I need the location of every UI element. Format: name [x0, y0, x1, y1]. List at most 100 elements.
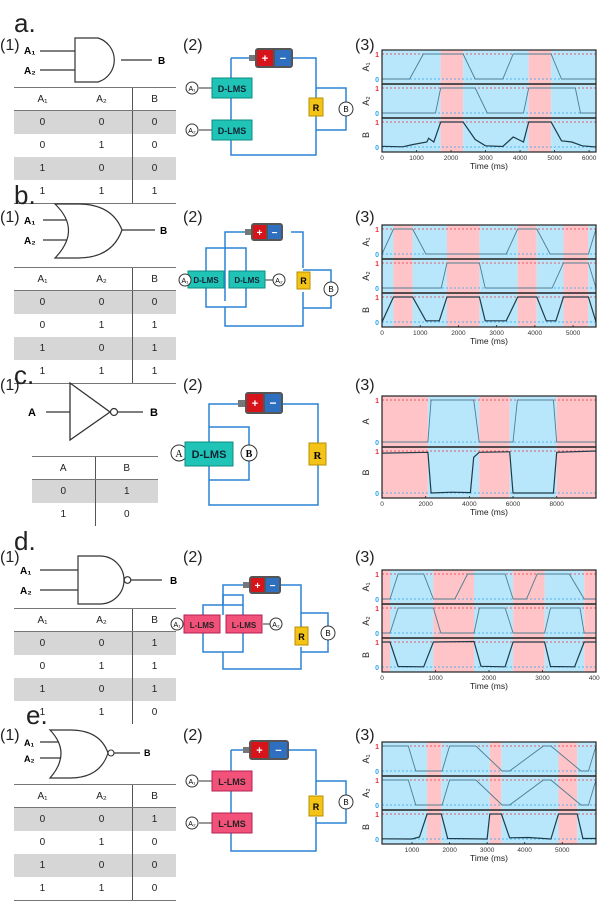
state-band-red	[513, 570, 545, 672]
y-tick-label: 1	[375, 261, 379, 268]
battery-plus-label: +	[257, 228, 263, 239]
subpanel-label-3: (3)	[355, 549, 375, 566]
l-lms-device: L-LMS	[183, 614, 221, 634]
x-tick-label: 4000	[589, 675, 600, 682]
table-row: 0 1 1	[14, 314, 176, 337]
gate-input-label: A₁	[24, 46, 35, 57]
table-cell: 1	[132, 337, 176, 360]
svg-text:B: B	[325, 629, 330, 638]
circuit-diagram: + − L-LMS L-LMS R B A₁ A₂	[185, 740, 354, 852]
nand-gate-symbol: A₁ A₂ B	[20, 555, 177, 605]
input-node: A	[170, 444, 188, 462]
table-cell: 0	[94, 503, 158, 526]
x-tick-label: 5000	[547, 155, 562, 162]
signal-line-1	[382, 53, 596, 80]
table-cell: 1	[132, 360, 176, 384]
series-axis-label: A₁	[361, 62, 371, 71]
table-header: B	[132, 784, 176, 808]
series-axis-label: B	[361, 469, 371, 475]
d-lms-device: D-LMS	[228, 270, 266, 289]
svg-text:D-LMS: D-LMS	[234, 276, 260, 285]
signal-line-2	[382, 779, 597, 806]
x-tick-label: 4000	[513, 155, 528, 162]
state-band-blue	[382, 225, 394, 327]
x-tick-label: 5000	[555, 847, 570, 854]
table-cell: 1	[132, 631, 176, 655]
table-cell: 1	[132, 655, 176, 678]
battery-minus-label: −	[270, 581, 276, 592]
battery-plus-label: +	[262, 53, 268, 65]
y-tick-label: 1	[375, 812, 379, 819]
state-band-red	[427, 742, 442, 844]
table-cell: 1	[70, 360, 133, 384]
x-tick-label: 0	[380, 501, 384, 508]
table-cell: 0	[70, 854, 133, 877]
battery-icon: + −	[243, 740, 289, 760]
gate-input-label: A₂	[24, 66, 36, 77]
y-tick-label: 0	[375, 440, 379, 447]
x-tick-label: 2000	[418, 501, 433, 508]
plot-frame	[381, 49, 597, 153]
resistor: R	[308, 795, 324, 817]
svg-text:A: A	[175, 449, 183, 460]
gate-input-label: A₁	[24, 216, 35, 227]
state-band-red	[563, 225, 589, 327]
state-band-red	[433, 570, 475, 672]
d-lms-device: D-LMS	[211, 77, 253, 99]
series-axis-label: A₂	[361, 616, 371, 626]
y-tick-label: 0	[375, 252, 379, 259]
battery-plus-label: +	[252, 398, 258, 410]
y-tick-label: 1	[375, 295, 379, 302]
x-axis-label: Time (ms)	[470, 161, 508, 171]
subpanel-label-2: (2)	[183, 209, 203, 226]
table-cell: 1	[70, 877, 133, 901]
x-tick-label: 3000	[535, 675, 550, 682]
table-cell: 1	[98, 661, 105, 672]
table-cell: 1	[98, 320, 105, 331]
battery-minus-label: −	[275, 745, 281, 757]
table-cell: 0	[14, 807, 71, 831]
x-tick-label: 4000	[517, 847, 532, 854]
y-tick-label: 1	[375, 449, 379, 456]
table-cell: 0	[132, 290, 176, 314]
table-cell: 0	[39, 320, 46, 331]
svg-text:R: R	[300, 276, 307, 286]
table-header: B	[132, 608, 176, 632]
subpanel-label-3: (3)	[355, 727, 375, 744]
series-axis-label: A₂	[361, 96, 371, 106]
x-tick-label: 5000	[566, 330, 581, 337]
signal-line-3	[381, 121, 597, 148]
input-node: A₁	[185, 81, 199, 95]
x-tick-label: 0	[380, 330, 384, 337]
l-lms-device: L-LMS	[225, 614, 263, 634]
state-band-red	[558, 742, 578, 844]
table-cell: 1	[14, 877, 71, 901]
table-header: A₁	[14, 267, 71, 291]
subpanel-label-1: (1)	[0, 727, 20, 744]
x-tick-label: 4000	[462, 501, 477, 508]
state-band-blue	[551, 50, 596, 152]
svg-text:L-LMS: L-LMS	[218, 819, 246, 829]
nor-gate-symbol: A₁ A₂ B	[24, 729, 151, 779]
table-cell: 1	[132, 314, 176, 337]
gate-output-label: B	[144, 748, 151, 758]
x-tick-label: 0	[380, 155, 384, 162]
y-tick-label: 0	[375, 320, 379, 327]
series-axis-label: B	[361, 652, 371, 658]
not-gate-symbol: A B	[28, 381, 158, 442]
table-cell: 0	[14, 631, 71, 655]
state-band-red	[446, 225, 480, 327]
table-cell: 1	[14, 180, 71, 204]
x-axis-label: Time (ms)	[470, 507, 508, 517]
panel-letter: d.	[14, 526, 36, 556]
